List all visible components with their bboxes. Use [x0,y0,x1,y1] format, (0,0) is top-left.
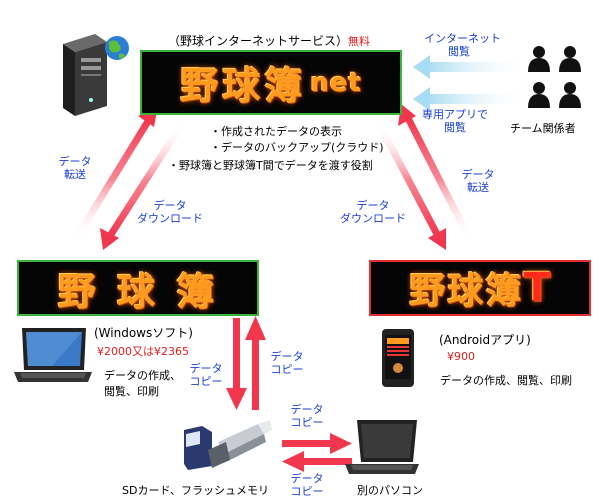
windows-price: ¥2000又は¥2365 [97,345,189,358]
arrow-right-upload-head [398,104,416,126]
net-logo-suffix: net [310,67,362,98]
right-download-line1: データ [356,199,390,212]
free-label: 無料 [348,35,371,48]
arrow-copy-right-head [330,433,352,454]
android-price: ¥900 [447,350,475,363]
arrow-team-app [428,94,528,104]
laptop-icon [14,328,92,382]
sd-label: SDカード、フラッシュメモリ [122,484,270,497]
yakyubo-t-logo-mark: T [523,265,551,311]
right-upload-label: データ 転送 [455,168,501,194]
service-name: （野球インターネットサービス） [168,34,349,48]
pc-label: 別のパソコン [357,484,423,497]
arrow-right-upload [404,116,474,242]
left-download-line1: データ [153,199,187,212]
net-logo-main: 野球簿 [180,63,307,108]
copy-left-label: データ コピー [284,472,330,498]
right-download-label: データ ダウンロード [338,199,408,225]
android-platform: (Androidアプリ) [439,333,531,347]
copy-up-line1: データ [270,350,304,363]
copy-up-label: データ コピー [264,350,310,376]
copy-down-line2: コピー [189,375,223,388]
browse-internet-line1: インターネット [424,32,501,45]
copy-right-label: データ コピー [284,403,330,429]
browse-app-line2: 閲覧 [444,121,466,134]
net-feature-display: ・作成されたデータの表示 [210,125,342,138]
arrow-left-download [107,120,186,238]
net-features: ・作成されたデータの表示 ・データのバックアップ(クラウド) [210,124,384,156]
smartphone-icon [382,329,414,387]
left-upload-line2: 転送 [64,168,86,181]
arrow-copy-left-head [282,451,304,472]
arrow-copy-up-head [245,316,266,340]
yakyubo-logo-text: 野 球 簿 [57,268,219,314]
windows-platform: (Windowsソフト) [94,326,193,340]
arrow-copy-down [233,318,240,388]
net-feature-relay: ・野球簿と野球簿T間でデータを渡す役割 [168,159,373,172]
server-globe-icon [63,34,129,116]
right-upload-line1: データ [461,168,495,181]
arrow-copy-down-head [226,388,247,410]
arrow-right-download [374,120,442,238]
arrow-left-upload [72,116,153,242]
left-download-line2: ダウンロード [137,212,203,225]
windows-desc-line2: 閲覧、印刷 [104,385,159,398]
arrow-copy-left [302,458,352,465]
sd-card-flash-drive-icon [184,420,272,470]
browse-internet-label: インターネット 閲覧 [424,32,501,58]
other-pc-laptop-icon [345,420,419,474]
android-desc: データの作成、閲覧、印刷 [440,374,572,387]
net-feature-backup: ・データのバックアップ(クラウド) [210,141,384,154]
copy-right-line1: データ [290,403,324,416]
browse-app-line1: 専用アプリで [422,108,488,121]
right-upload-line2: 転送 [467,181,489,194]
right-download-line2: ダウンロード [340,212,406,225]
arrow-copy-right [282,440,332,447]
arrow-team-app-head [413,87,430,111]
windows-desc-line1: データの作成、 [104,369,181,382]
arrow-left-download-head [100,228,119,250]
top-caption: （野球インターネットサービス）無料 [168,32,370,49]
left-download-label: データ ダウンロード [135,199,205,225]
copy-left-line1: データ [290,472,324,485]
yakyubo-t-logo-text: 野球簿 [409,270,524,312]
copy-right-line2: コピー [290,416,324,429]
browse-app-label: 専用アプリで 閲覧 [420,108,490,134]
team-people-icon [528,46,581,108]
arrow-right-download-head [428,228,446,250]
arrow-team-internet [428,62,528,72]
left-upload-line1: データ [58,155,92,168]
left-upload-label: データ 転送 [52,155,98,181]
browse-internet-line2: 閲覧 [448,45,470,58]
yakyubo-logo: 野 球 簿 [17,260,259,316]
arrow-team-internet-head [413,55,430,79]
arrow-copy-up [252,340,259,410]
copy-down-line1: データ [189,362,223,375]
copy-down-label: データ コピー [183,362,229,388]
copy-up-line2: コピー [270,363,304,376]
copy-left-line2: コピー [290,485,324,498]
windows-desc: データの作成、 閲覧、印刷 [104,368,181,400]
team-label: チーム関係者 [510,122,576,135]
